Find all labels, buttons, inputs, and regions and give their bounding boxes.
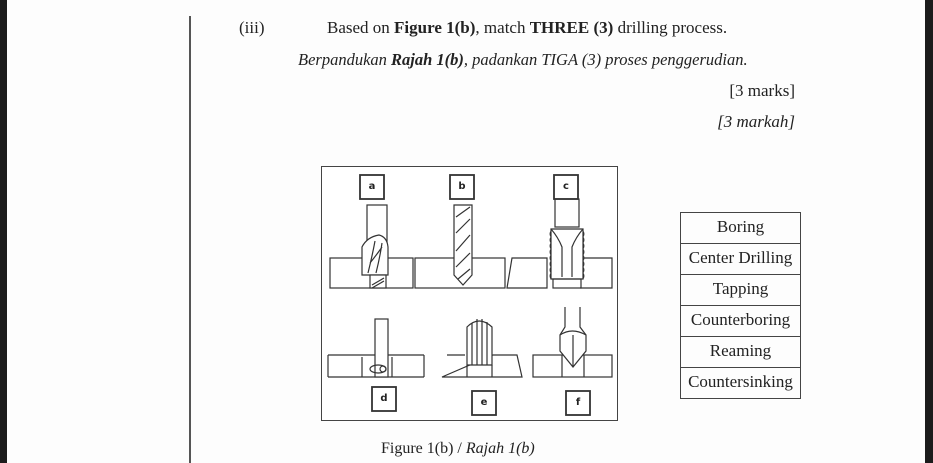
figure-label-c: c <box>563 181 569 192</box>
option-tapping: Tapping <box>681 274 800 305</box>
question-text-english: Based on Figure 1(b), match THREE (3) dr… <box>327 18 728 37</box>
figure-caption: Figure 1(b) / Rajah 1(b) <box>381 440 535 457</box>
question-text-malay: Berpandukan Rajah 1(b), padankan TIGA (3… <box>298 50 748 69</box>
process-options-table: Boring Center Drilling Tapping Counterbo… <box>680 212 801 399</box>
tool-d-boring-bar <box>327 318 425 378</box>
question-number: (iii) <box>239 18 265 37</box>
tool-a-counterbore <box>329 204 414 289</box>
label-box-d <box>371 386 397 412</box>
figure-label-e: e <box>480 397 488 408</box>
figure-label-a: a <box>368 181 376 192</box>
marks-malay: [3 markah] <box>717 112 795 131</box>
document-page: (iii) Based on Figure 1(b), match THREE … <box>7 0 925 463</box>
tool-c-tap <box>506 198 613 289</box>
option-reaming: Reaming <box>681 336 800 367</box>
tool-b-drill <box>414 204 506 289</box>
drilling-process-diagram <box>327 174 613 416</box>
option-countersinking: Countersinking <box>681 367 800 398</box>
count-emphasis: THREE (3) <box>529 18 614 37</box>
figure-label-b: b <box>458 181 466 192</box>
figure-reference: Figure 1(b) <box>394 18 476 37</box>
option-counterboring: Counterboring <box>681 305 800 336</box>
option-boring: Boring <box>681 212 800 243</box>
tool-f-countersink <box>532 307 613 378</box>
figure-reference-malay: Rajah 1(b) <box>391 50 464 69</box>
label-box-f <box>565 390 591 416</box>
option-center-drilling: Center Drilling <box>681 243 800 274</box>
margin-line <box>189 16 191 463</box>
figure-1b: a b c d e f <box>321 166 618 421</box>
tool-e-reamer <box>441 319 523 378</box>
label-box-e <box>471 390 497 416</box>
figure-label-f: f <box>575 397 581 408</box>
label-box-b <box>449 174 475 200</box>
label-box-a <box>359 174 385 200</box>
marks-english: [3 marks] <box>729 81 795 100</box>
figure-label-d: d <box>380 393 388 404</box>
